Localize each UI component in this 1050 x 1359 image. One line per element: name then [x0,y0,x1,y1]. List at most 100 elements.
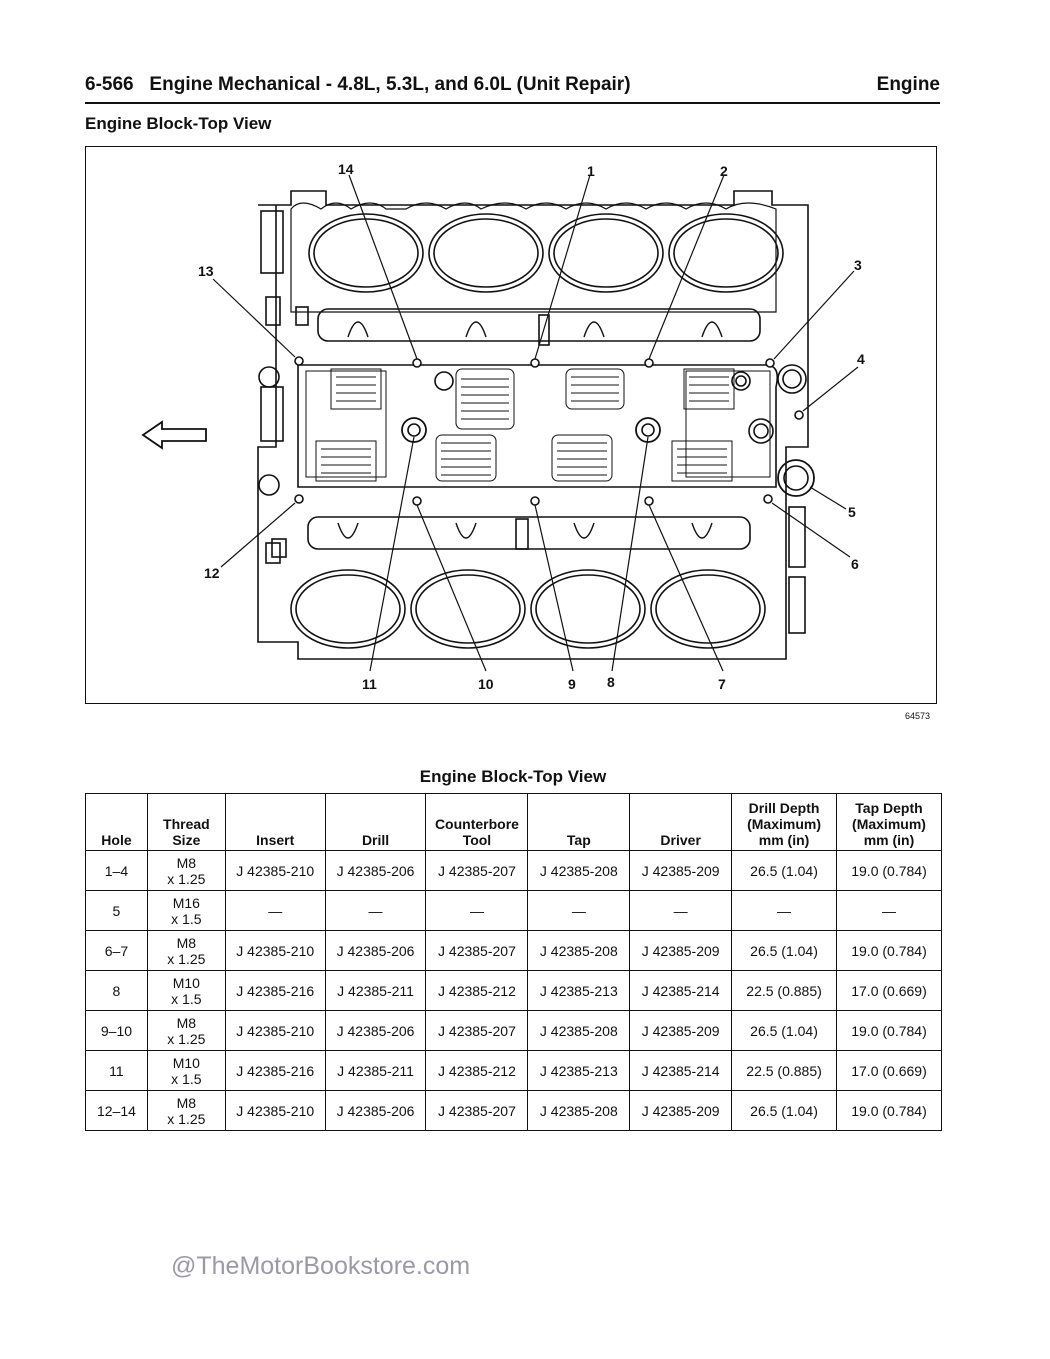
table-cell: J 42385-206 [324,850,427,891]
block-outline-icon [257,190,809,660]
watermark: @TheMotorBookstore.com [171,1252,471,1280]
table-cell: J 42385-214 [629,1050,733,1091]
table-cell: J 42385-208 [527,1010,631,1051]
table-cell: J 42385-209 [629,1010,733,1051]
table-cell: 26.5 (1.04) [731,850,837,891]
callout-label: 2 [720,163,728,179]
table-cell: J 42385-208 [527,930,631,971]
table-cell: J 42385-216 [224,1050,326,1091]
table-cell: 19.0 (0.784) [835,930,943,971]
callout-label: 14 [338,161,354,177]
table-cell: 1–4 [85,850,148,891]
table-cell: 6–7 [85,930,148,971]
table-cell: J 42385-206 [324,1010,427,1051]
table-cell: J 42385-212 [425,970,529,1011]
block-boss-icon [260,386,284,442]
table-cell: 19.0 (0.784) [835,1090,943,1131]
table-cell: J 42385-206 [324,1090,427,1131]
table-cell: 12–14 [85,1090,148,1131]
table-cell: J 42385-209 [629,850,733,891]
leader-lines [212,174,859,672]
header-title: 6-566 Engine Mechanical - 4.8L, 5.3L, an… [85,74,631,95]
table-cell: J 42385-207 [425,930,529,971]
engine-block-figure: 14 1 2 13 3 4 5 6 12 11 10 9 8 7 [85,146,937,704]
block-boss-icon [260,210,284,274]
table-cell: J 42385-212 [425,1050,529,1091]
table-cell: J 42385-207 [425,1090,529,1131]
figure-id: 64573 [905,711,931,721]
callout-label: 10 [478,676,494,692]
hole-markers [294,356,804,506]
engine-block-diagram [141,174,859,672]
table-cell: 26.5 (1.04) [731,1090,837,1131]
table-cell: J 42385-211 [324,1050,427,1091]
cylinder-bore-icon [290,569,766,649]
table-cell: 17.0 (0.669) [835,970,943,1011]
column-header: Hole [85,793,148,851]
figure-title: Engine Block-Top View [85,114,272,133]
table-cell: 19.0 (0.784) [835,1010,943,1051]
table-cell: 19.0 (0.784) [835,850,943,891]
callout-label: 7 [718,676,726,692]
table-cell: J 42385-206 [324,930,427,971]
table-cell: J 42385-208 [527,850,631,891]
table-cell: J 42385-216 [224,970,326,1011]
callout-label: 13 [198,263,214,279]
table-cell: 8 [85,970,148,1011]
table-cell: — [835,890,943,931]
table-cell: 17.0 (0.669) [835,1050,943,1091]
front-arrow-icon [141,420,207,450]
page-header: 6-566 Engine Mechanical - 4.8L, 5.3L, an… [85,74,940,102]
crank-web-icon [315,368,735,482]
table-cell: 9–10 [85,1010,148,1051]
table-cell: J 42385-211 [324,970,427,1011]
table-cell: — [224,890,326,931]
table-cell: J 42385-210 [224,930,326,971]
table-cell: — [629,890,733,931]
table-cell: J 42385-214 [629,970,733,1011]
table-cell: J 42385-209 [629,930,733,971]
header-section: Engine [876,74,940,95]
column-header: Insert [224,793,326,851]
table-cell: 26.5 (1.04) [731,930,837,971]
callout-label: 4 [857,351,865,367]
table-cell: J 42385-210 [224,1090,326,1131]
table-cell: J 42385-210 [224,850,326,891]
callout-label: 3 [854,257,862,273]
cylinder-bore-icon [290,202,784,313]
table-cell: J 42385-210 [224,1010,326,1051]
table-cell: 22.5 (0.885) [731,1050,837,1091]
table-cell: 26.5 (1.04) [731,1010,837,1051]
table-cell: J 42385-209 [629,1090,733,1131]
column-header: Tap [527,793,631,851]
header-rule [85,102,940,104]
table-cell: J 42385-213 [527,1050,631,1091]
table-cell: — [324,890,427,931]
column-header: Driver [629,793,733,851]
table-cell: 11 [85,1050,148,1091]
callout-label: 1 [587,163,595,179]
table-cell: — [527,890,631,931]
column-header: Drill [324,793,427,851]
column-header: Drill Depth(Maximum)mm (in) [731,793,837,851]
callout-label: 11 [362,676,377,692]
table-cell: J 42385-213 [527,970,631,1011]
